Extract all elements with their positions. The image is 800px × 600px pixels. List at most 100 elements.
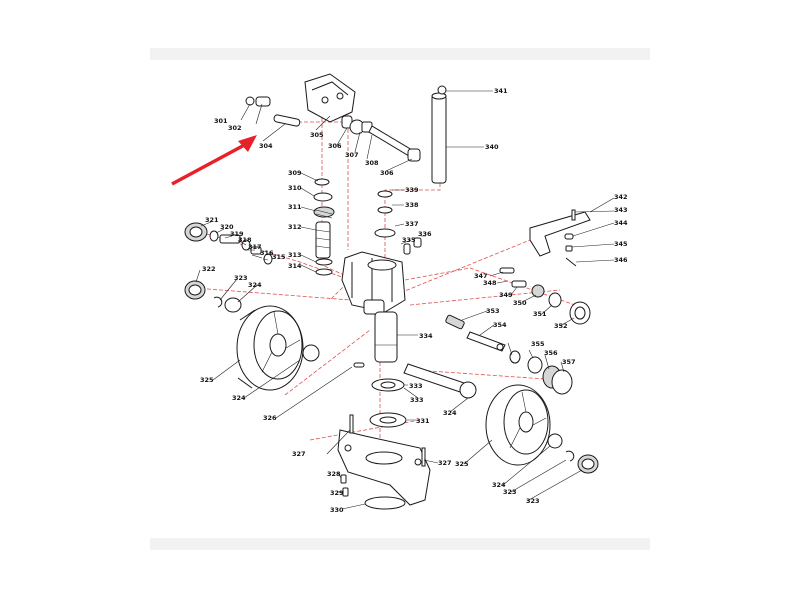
label-331: 331 [416,417,430,425]
label-354: 354 [493,321,507,329]
part-351-352-caps [548,292,591,325]
label-314: 314 [288,262,302,270]
label-305: 305 [310,131,324,139]
pump-body [341,251,406,315]
label-334: 334 [419,332,433,340]
label-343: 343 [614,206,628,214]
part-313-314-seals [315,258,333,276]
part-326-pin [353,362,365,368]
label-309: 309 [288,169,302,177]
part-343-344-pins [564,209,576,240]
label-323: 323 [234,274,248,282]
label-335: 335 [402,236,416,244]
label-351: 351 [533,310,547,318]
part-353-spring [445,314,465,330]
label-356: 356 [544,349,558,357]
label-339: 339 [405,186,419,194]
label-306-b: 306 [380,169,394,177]
label-346: 346 [614,256,628,264]
label-324-b: 324 [232,394,246,402]
label-307: 307 [345,151,359,159]
part-330-ring [364,496,406,510]
part-347-348-pin [499,267,515,274]
label-323-b: 323 [503,488,517,496]
part-320-to-315-shaft-parts [209,230,273,265]
label-336: 336 [418,230,432,238]
part-308-axle [368,125,421,162]
label-310: 310 [288,184,302,192]
label-333-b: 333 [410,396,424,404]
label-353: 353 [486,307,500,315]
label-341: 341 [494,87,508,95]
part-324-bearing-left [224,297,242,313]
label-349: 349 [499,291,513,299]
label-324-d: 324 [492,481,506,489]
part-327-pins [349,414,426,467]
label-348: 348 [483,279,497,287]
part-324-bearing-right [459,381,477,399]
label-337: 337 [405,220,419,228]
label-327: 327 [292,450,306,458]
label-321: 321 [205,216,219,224]
part-357-gear [542,365,573,395]
label-308: 308 [365,159,379,167]
label-355: 355 [531,340,545,348]
part-341-ball [437,85,447,95]
part-325-wheel-left [236,305,304,391]
label-327-b: 327 [438,459,452,467]
label-311: 311 [288,203,302,211]
leader-lines [195,90,615,510]
part-345-346-spring [565,245,577,267]
label-302: 302 [228,124,242,132]
label-342: 342 [614,193,628,201]
part-324-323-right-hub [547,433,599,474]
label-333: 333 [409,382,423,390]
part-340-push-rod [431,92,447,184]
label-340: 340 [485,143,499,151]
red-arrow-indicator [171,135,257,186]
label-357: 357 [562,358,576,366]
label-322: 322 [202,265,216,273]
part-312-piston [315,221,331,259]
label-304: 304 [259,142,273,150]
part-335-336-valve [403,237,422,255]
label-323-c: 323 [526,497,540,505]
part-310-nut [313,192,333,202]
label-324-c: 324 [443,409,457,417]
chassis-plate [337,429,431,506]
part-323-clip [213,296,223,308]
label-338: 338 [405,201,419,209]
label-317: 317 [248,243,262,251]
part-labels: 301 302 304 305 306 307 308 306 341 340 … [200,87,628,514]
part-305-yoke [304,73,356,123]
part-334-stem [374,311,398,363]
part-321-hub [184,222,208,242]
label-329: 329 [330,489,344,497]
label-320: 320 [220,223,234,231]
label-325: 325 [200,376,214,384]
part-328-329-screws [340,474,349,497]
top-gray-band [150,48,650,60]
bottom-gray-band [150,538,650,550]
label-330: 330 [330,506,344,514]
label-306: 306 [328,142,342,150]
label-313: 313 [288,251,302,259]
label-319: 319 [230,230,244,238]
part-309-washer [314,178,330,186]
label-301: 301 [214,117,228,125]
label-347: 347 [474,272,488,280]
label-345: 345 [614,240,628,248]
part-311-spring [313,206,335,219]
part-331-bearing [369,412,407,428]
part-322-cap [184,280,206,300]
part-349-350-ring [511,280,545,298]
part-325-wheel-right [485,384,551,466]
part-324-bearing-inner [302,344,320,362]
part-342-lever [529,211,591,257]
part-301-bushing [245,96,271,107]
label-315: 315 [272,253,286,261]
part-339-338-337-seals [374,190,396,238]
part-355-356-rings [509,350,543,374]
part-307-pin [349,119,373,135]
label-344: 344 [614,219,628,227]
